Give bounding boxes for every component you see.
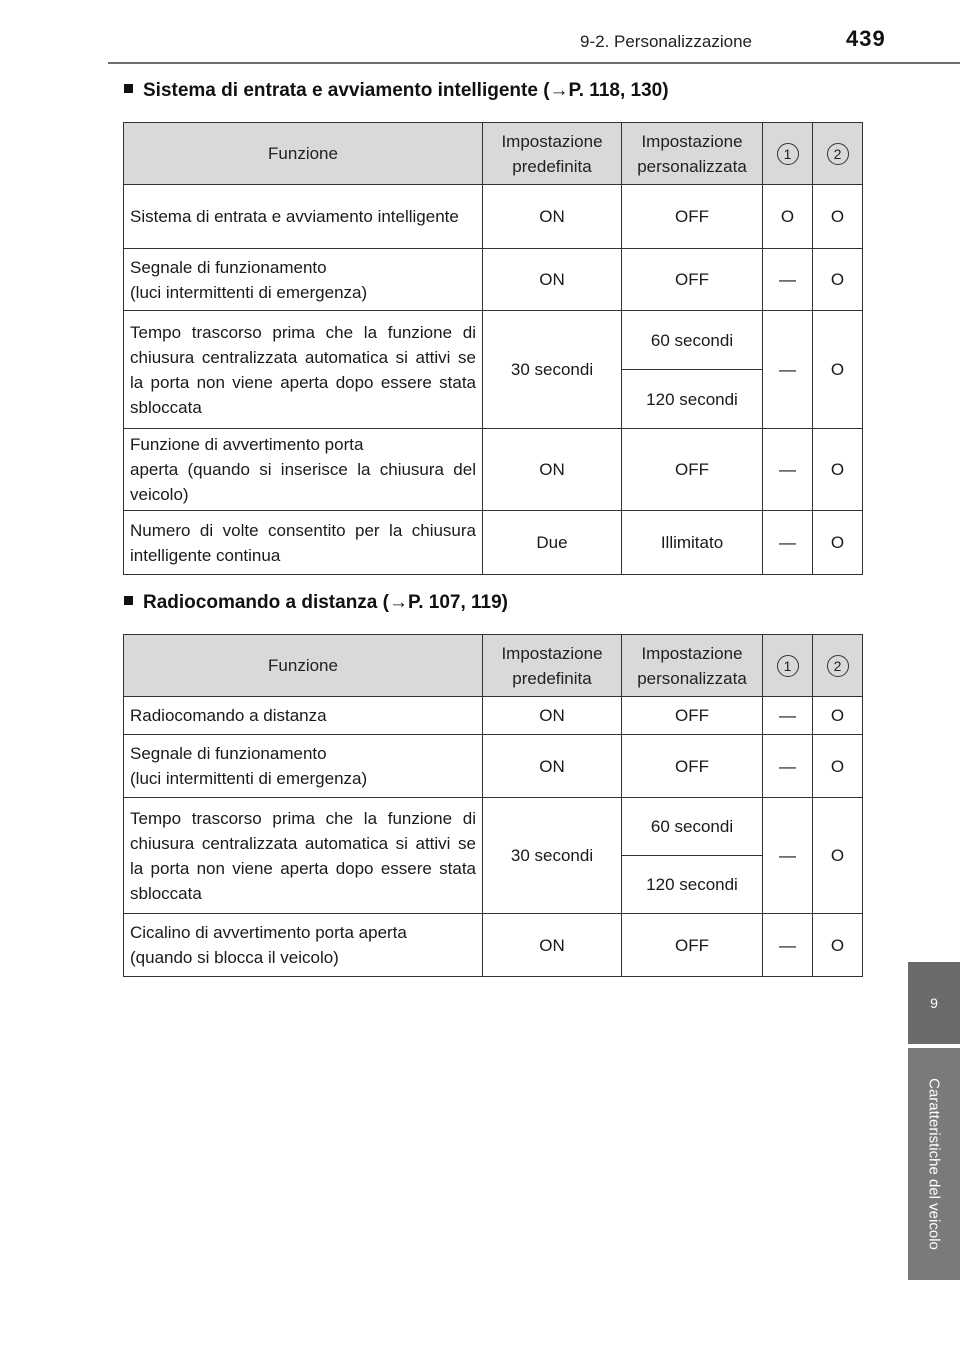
custom-cell: OFF [621,734,763,798]
section-title-smart-entry: Sistema di entrata e avviamento intellig… [124,80,669,102]
col1-cell: — [762,797,813,914]
function-cell: Segnale di funzionamento(luci intermitte… [123,248,483,311]
header-function: Funzione [123,122,483,185]
custom-cell: OFF [621,184,763,249]
col2-cell: O [812,797,863,914]
table-row: Radiocomando a distanza ON OFF — O [123,696,863,735]
function-cell: Sistema di entrata e avviamento intellig… [123,184,483,249]
header-function: Funzione [123,634,483,697]
header-divider [108,62,960,64]
col2-cell: O [812,428,863,511]
col1-cell: — [762,734,813,798]
default-cell: 30 secondi [482,797,622,914]
col2-cell: O [812,510,863,575]
circled-2-icon: 2 [826,143,849,165]
default-cell: ON [482,248,622,311]
chapter-tab-number: 9 [908,962,960,1044]
col1-cell: — [762,428,813,511]
col2-cell: O [812,248,863,311]
page-number: 439 [846,26,886,51]
col2-cell: O [812,734,863,798]
custom-cell: Illimitato [621,510,763,575]
table-row: Cicalino di avvertimento porta aperta(qu… [123,913,863,977]
col1-cell: O [762,184,813,249]
header-col-1: 1 [762,634,813,697]
custom-cell: OFF [621,248,763,311]
chapter-tab-label: Caratteristiche del veicolo [908,1048,960,1280]
arrow-right-icon: → [388,592,408,613]
circled-1-icon: 1 [776,143,799,165]
default-cell: ON [482,184,622,249]
table-row: Sistema di entrata e avviamento intellig… [123,184,863,249]
default-cell: ON [482,696,622,735]
circled-2-icon: 2 [826,655,849,677]
header-col-2: 2 [812,634,863,697]
table-row: Numero di volte consentito per la chiusu… [123,510,863,575]
function-cell: Segnale di funzionamento(luci intermitte… [123,734,483,798]
default-cell: ON [482,913,622,977]
header-section-title: 9-2. Personalizzazione [580,32,752,51]
custom-cell: OFF [621,696,763,735]
col1-cell: — [762,913,813,977]
col2-cell: O [812,184,863,249]
function-cell: Tempo trascorso prima che la funzione di… [123,797,483,914]
header-col-2: 2 [812,122,863,185]
table-row: Segnale di funzionamento(luci intermitte… [123,248,863,311]
section-title-remote-control: Radiocomando a distanza (→P. 107, 119) [124,592,508,614]
header-col-1: 1 [762,122,813,185]
square-bullet-icon [124,596,133,605]
col1-cell: — [762,248,813,311]
table-row: Tempo trascorso prima che la funzione di… [123,310,863,429]
custom-cell: 120 secondi [621,855,763,914]
default-cell: ON [482,428,622,511]
function-cell: Radiocomando a distanza [123,696,483,735]
default-cell: 30 secondi [482,310,622,429]
col1-cell: — [762,310,813,429]
col1-cell: — [762,696,813,735]
table-row: 120 secondi [124,369,863,429]
square-bullet-icon [124,84,133,93]
arrow-right-icon: → [549,80,569,101]
custom-cell: OFF [621,428,763,511]
custom-cell: 60 secondi [621,310,763,370]
col2-cell: O [812,913,863,977]
col2-cell: O [812,696,863,735]
custom-cell: 120 secondi [621,369,763,429]
col1-cell: — [762,510,813,575]
function-cell: Cicalino di avvertimento porta aperta(qu… [123,913,483,977]
table-row: 120 secondi [124,855,863,914]
circled-1-icon: 1 [776,655,799,677]
custom-cell: OFF [621,913,763,977]
custom-cell: 60 secondi [621,797,763,856]
table-row: Segnale di funzionamento(luci intermitte… [123,734,863,798]
default-cell: ON [482,734,622,798]
function-cell: Tempo trascorso prima che la funzione di… [123,310,483,429]
table-row: Tempo trascorso prima che la funzione di… [123,797,863,914]
col2-cell: O [812,310,863,429]
default-cell: Due [482,510,622,575]
function-cell: Numero di volte consentito per la chiusu… [123,510,483,575]
